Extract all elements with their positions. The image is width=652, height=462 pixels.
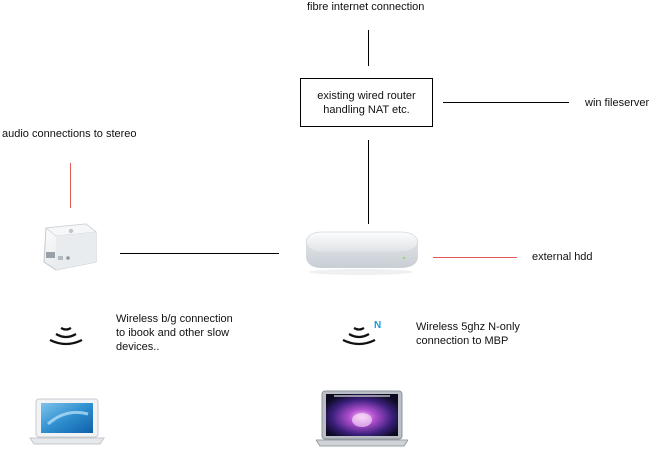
audio-line [70, 163, 71, 208]
hdd-label: external hdd [532, 251, 593, 263]
fileserver-label: win fileserver [585, 97, 650, 109]
wifi-waves-icon [339, 318, 379, 348]
airport-express-icon [38, 222, 98, 274]
ibook-laptop-icon [28, 398, 106, 446]
router-label: existing wired router handling NAT etc. [317, 89, 416, 116]
express-to-extreme-line [120, 253, 279, 254]
internet-line [368, 30, 369, 66]
hdd-line [433, 257, 517, 258]
internet-label: fibre internet connection [307, 1, 425, 13]
audio-label: audio connections to stereo [2, 128, 137, 140]
router-box: existing wired router handling NAT etc. [300, 78, 433, 127]
fileserver-line [443, 102, 569, 103]
wireless-bg-label: Wireless b/g connection to ibook and oth… [116, 313, 233, 353]
wireless-n-label: Wireless 5ghz N-only connection to MBP [416, 321, 520, 347]
airport-extreme-icon [300, 228, 422, 276]
wifi-waves-icon [46, 318, 86, 348]
router-to-extreme-line [368, 140, 369, 224]
macbook-pro-laptop-icon [315, 390, 409, 448]
n-badge: N [374, 320, 382, 331]
